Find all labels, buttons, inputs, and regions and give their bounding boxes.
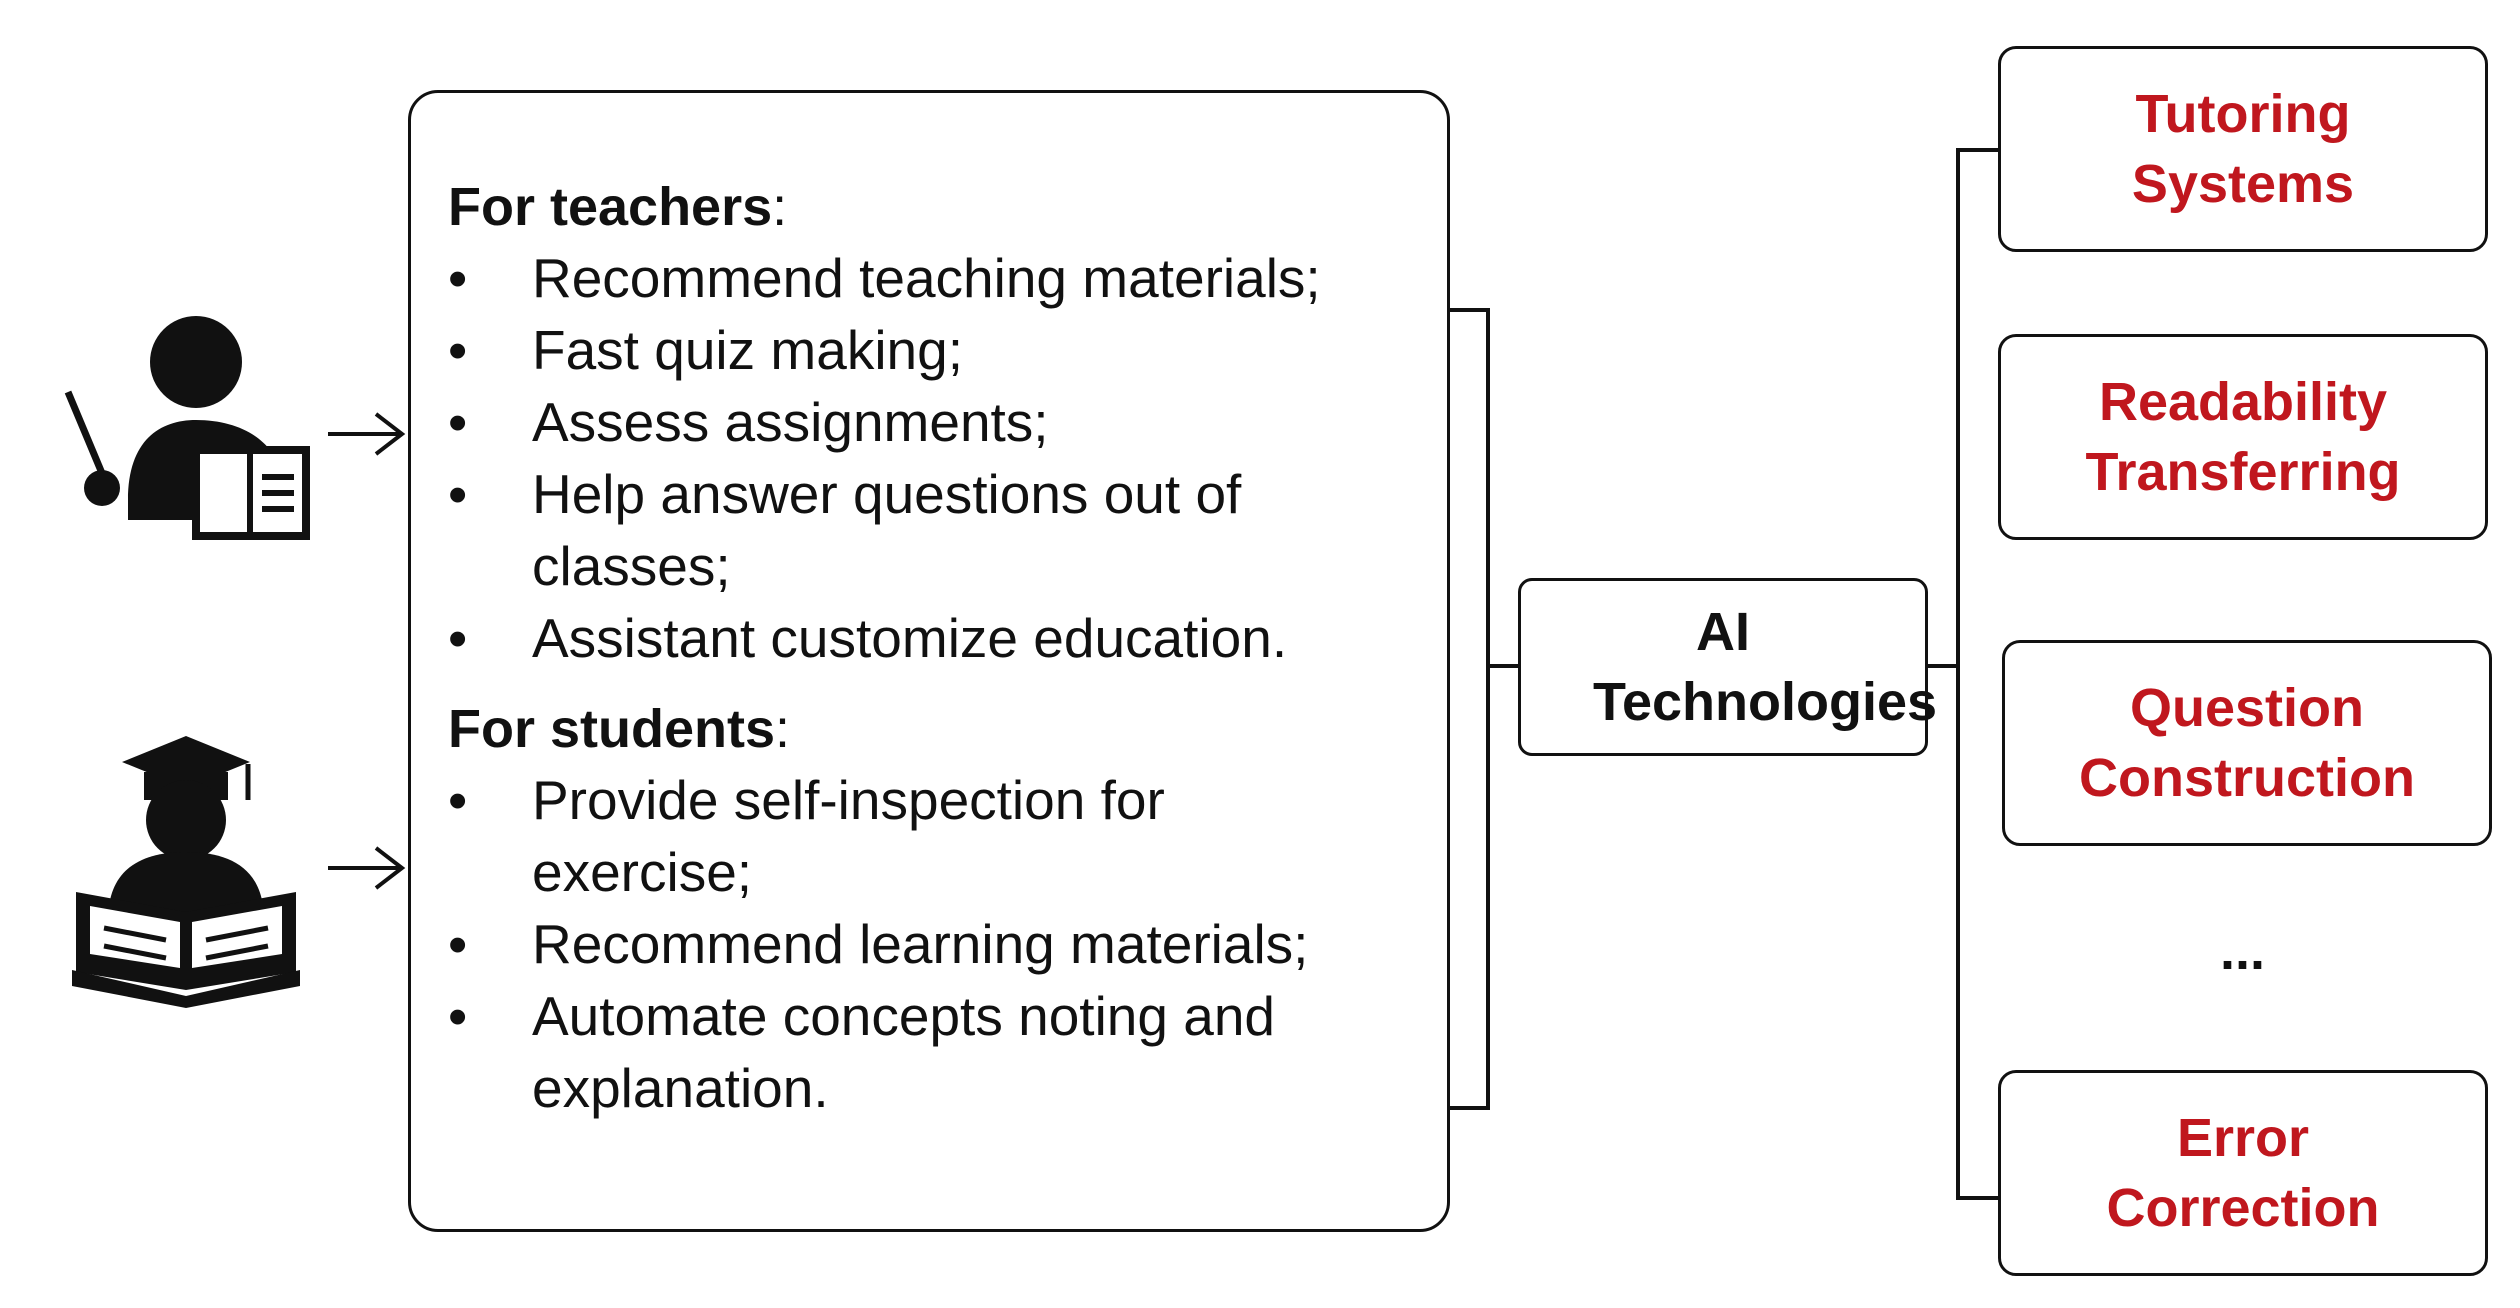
teachers-heading-colon: : (772, 177, 788, 237)
teachers-heading-text: For teachers (448, 177, 773, 237)
students-heading-text: For students (448, 699, 776, 759)
teacher-icon (64, 316, 310, 540)
teachers-list: • Recommend teaching materials; • Fast qui… (448, 242, 1448, 674)
bullet-dot: • (448, 463, 468, 525)
bullet-dot: • (448, 769, 468, 831)
teachers-item-text: Recommend teaching materials; (532, 247, 1321, 309)
teachers-item: • Assistant customize education. (448, 602, 1448, 674)
student-icon (72, 736, 300, 1008)
students-item-text: Recommend learning materials; (532, 913, 1309, 975)
tech-node-error: Error Correction (1998, 1070, 2488, 1276)
teachers-item-text: Help answer questions out of classes; (532, 463, 1242, 597)
bullet-dot: • (448, 985, 468, 1047)
ai-technologies-label: AI Technologies (1593, 602, 1938, 732)
students-item: • Provide self-inspection for exercise; (448, 764, 1322, 908)
tech-node-label: Readability Transferring (2085, 372, 2401, 502)
students-heading: For students: (448, 694, 1448, 764)
tech-node-tutoring: Tutoring Systems (1998, 46, 2488, 252)
bullet-dot: • (448, 913, 468, 975)
teachers-heading: For teachers: (448, 172, 1448, 242)
teachers-item: • Help answer questions out of classes; (448, 458, 1382, 602)
teachers-item-text: Assistant customize education. (532, 607, 1288, 669)
more-ellipsis: ... (2220, 921, 2266, 981)
students-item-text: Automate concepts noting and explanation… (532, 985, 1276, 1119)
teachers-item-text: Fast quiz making; (532, 319, 964, 381)
main-bracket (1450, 308, 1518, 1110)
main-box (408, 90, 1450, 1232)
students-heading-colon: : (775, 699, 791, 759)
tech-bracket (1928, 148, 1998, 1200)
teacher-arrow (328, 412, 406, 456)
teachers-item: • Recommend teaching materials; (448, 242, 1448, 314)
students-item: • Automate concepts noting and explanatio… (448, 980, 1422, 1124)
teachers-item: • Fast quiz making; (448, 314, 1448, 386)
bullet-dot: • (448, 247, 468, 309)
students-list: • Provide self-inspection for exercise; •… (448, 764, 1448, 1124)
teachers-item: • Assess assignments; (448, 386, 1448, 458)
tech-node-label: Tutoring Systems (2131, 84, 2355, 214)
student-arrow (328, 846, 406, 890)
students-item-text: Provide self-inspection for exercise; (532, 769, 1165, 903)
ai-technologies-node: AI Technologies (1518, 578, 1938, 756)
tech-node-question: Question Construction (2002, 640, 2492, 846)
main-content: For teachers: • Recommend teaching materi… (448, 172, 1448, 1144)
students-item: • Recommend learning materials; (448, 908, 1448, 980)
bullet-dot: • (448, 607, 468, 669)
tech-node-label: Question Construction (2079, 678, 2415, 808)
tech-node-readability: Readability Transferring (1998, 334, 2488, 540)
bullet-dot: • (448, 319, 468, 381)
tech-node-label: Error Correction (2106, 1108, 2380, 1238)
teachers-item-text: Assess assignments; (532, 391, 1049, 453)
bullet-dot: • (448, 391, 468, 453)
